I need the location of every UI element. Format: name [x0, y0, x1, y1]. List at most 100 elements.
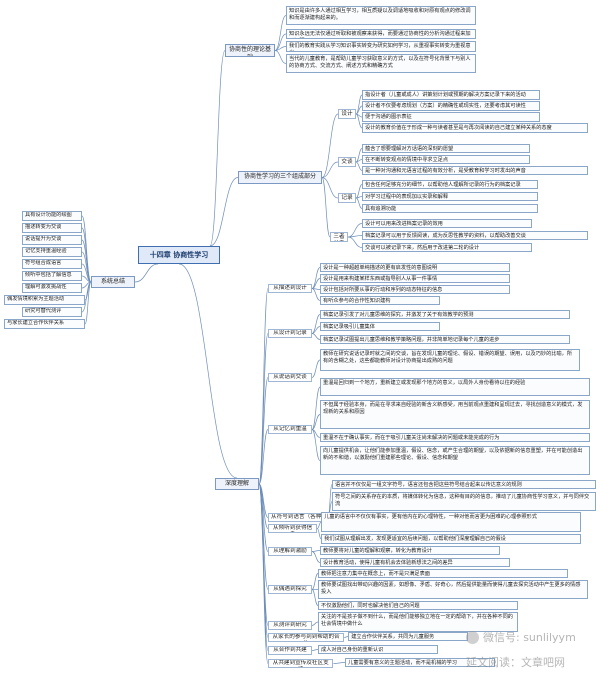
deep-item: 语言并不仅仅是一组文字符号，语言还包含把这些符号结合起来以传达意义的规则 [332, 480, 596, 489]
summary-item: 与家长建立合作伙伴关系 [4, 319, 85, 329]
component-communication: 交谈 [338, 157, 356, 167]
deep-group: 从理解到激励 [268, 547, 312, 556]
theory-item: 知识永远无法仅通过听取和被观察来获得，而要通过协商性的分析沟通过程来加以证明。 [286, 29, 476, 39]
connector [344, 636, 349, 638]
summary-item: 符号组合成语言 [22, 259, 82, 269]
connector [274, 33, 287, 51]
deep-item: 档案记录试图提出儿童思维和教学策略问题，并非简单地记录每个儿童的进步 [320, 335, 570, 344]
deep-item: 教师要将对儿童的理解和观察，转化为教育设计 [320, 546, 500, 555]
connector [311, 621, 319, 626]
deep-group: 从说话到交谈 [268, 373, 312, 382]
connector [347, 236, 363, 248]
deep-item: 我们试图从理解出发，发现更适宜的后续问题，以帮助他们深度理解自己的假设 [321, 534, 582, 544]
summary-item: 偶发情境积累为主题活动 [4, 295, 85, 305]
deep-item: 有听众参与的合作性知识建构 [320, 296, 440, 305]
connector [311, 550, 321, 552]
connector [321, 161, 339, 178]
connector [321, 113, 339, 178]
deep-item: 不但属于经验本身，而是在寻求来自经验的新含义新感受，用当前观点重建和呈现过去，寻… [320, 400, 590, 429]
connector [333, 662, 346, 664]
component-item: 在不断转变观点的情境中寻求立足点 [362, 155, 530, 164]
watermark-wechat: 微信号: sunlilyym [483, 631, 576, 644]
deep-group: 从合作到共建 [268, 646, 312, 655]
component-item: 对学习过程中的表现加以实录和解释 [362, 192, 538, 201]
deep-item: 不仅激励他们，同时也解决他们自己的问题 [318, 601, 518, 610]
deep-group: 从偶遇到探究 [268, 585, 312, 594]
deep-group: 从设计到记录 [268, 329, 312, 338]
deep-item: 建立合作伙伴关系，共同为儿童服务 [348, 632, 469, 641]
summary-item: 研究可替代测评 [22, 307, 82, 317]
deep-item: 设计教育活动，使得儿童有机会去体验新想法之间的差异 [320, 558, 510, 567]
connector [311, 589, 319, 606]
connector [311, 359, 321, 378]
component-item: 便于沟通的图示表征 [362, 112, 540, 122]
component-item: 档案记录可以用于反馈阅读，成为反思性教学的资料，以帮助改善交谈 [362, 231, 588, 240]
deep-item: 设计是一种超越单纯描述的更有启发性的意图说明 [320, 263, 510, 272]
component-item: 设计者不仅要考虑规划（方案）的精确性或现实性，还要考虑其可读性 [362, 101, 540, 111]
component-item: 具有追溯功能 [362, 204, 538, 213]
deep-group: 从测评到研究 [268, 621, 312, 630]
connector [209, 50, 226, 247]
connector [258, 483, 269, 664]
watermark-site: 延文阅读：文章吧网 [466, 656, 565, 669]
deep-item: 设计是用来构建某样东西或指导别人从事一件事情 [320, 274, 510, 283]
deep-item: 教师在研究说话记录时就之间的交谈，旨在发现儿童的理论、假设、错误的期望、误用，以… [320, 349, 580, 371]
deep-item: 档案记录引发了对儿童思维的探究，并激发了关于有效教学的预测 [320, 310, 570, 319]
deep-item: 重温不在于确认事实，而在于吸引儿童关注尚未解决的问题或未能完成的行为 [320, 433, 590, 442]
connector [258, 483, 269, 552]
summary-item: 倾听中包括了解信息 [22, 271, 82, 281]
component-item: 包含任何足够充分的细节，以帮助他人理解所记录的行为的档案记录 [362, 180, 538, 189]
connector [311, 551, 321, 563]
connector [321, 177, 331, 238]
connector [81, 263, 92, 283]
component-item: 蕴含了想要理解对方话语的深刻的愿望 [362, 144, 530, 153]
connector [355, 113, 363, 129]
branch-deep: 深度理解 [215, 478, 259, 490]
summary-item: 理解可激发挑战性 [22, 283, 82, 293]
deep-group: 从共建到宣传及社区支持 [268, 659, 334, 668]
connector [274, 15, 287, 51]
connector [311, 288, 321, 301]
component-relation: 三者关系 [330, 232, 348, 242]
connector [317, 521, 322, 529]
branch-components: 协商性学习的三个组成部分 [238, 171, 322, 184]
component-item: 交谈可以被记录下来，然后用于改进第二轮的设计 [362, 243, 532, 252]
connector [311, 333, 321, 340]
connector [258, 429, 269, 485]
component-item: 是一种对沟通和元语言过程的有效分析，是受教育和学习时发出的声音 [362, 166, 588, 175]
connector [209, 177, 239, 247]
connector [311, 386, 321, 430]
wechat-icon [466, 631, 479, 644]
deep-item: 重温是回归到一个地方，重新建立或发现那个地方的意义，以局外人身份看待以往的经验 [320, 378, 590, 396]
deep-item: 设计包括对所要从事的行动和序列的动态特征的信息 [320, 285, 510, 294]
deep-group: 从符号到语言（各种） [268, 513, 328, 522]
connector [311, 649, 319, 651]
component-item: 设计可以用来改进档案记录的效用 [362, 219, 532, 228]
summary-item: 记忆支持重温经验 [22, 247, 82, 257]
component-record: 记录 [338, 193, 356, 203]
deep-item: 教师要试图找出带动兴趣的因素，如想像、矛盾、好奇心，然后提供能量而使得儿童去探究… [318, 580, 588, 599]
connector [274, 50, 287, 64]
connector [347, 223, 363, 238]
component-design: 设计 [338, 109, 356, 119]
connector [258, 377, 269, 485]
connector [321, 177, 339, 199]
connector [355, 197, 363, 209]
theory-item: 我们的教育实践从学习知识事实转变为研究如何学习，从重视事实转变为重视意义 [286, 41, 476, 52]
deep-item: 儿童需要有意义的主题活动，而不是机械的学习 [345, 658, 495, 667]
theory-item: 当代的儿童教育，是帮助儿童学习获取意义的方式，以及在符号化背景下与别人的协商方式… [286, 54, 476, 73]
connector [355, 161, 363, 171]
connector [311, 573, 319, 590]
component-item: 指设计者（儿童或成人）讲策划计划或预期的解决方案记录下来的活动 [362, 90, 540, 100]
connector [311, 267, 321, 289]
component-item: 设计的教育价值在于形成一种与读者甚至是与再次阅读的自己建立某种关系的态度 [362, 123, 588, 133]
theory-item: 知识是由许多人通过相互学习，相互质疑以及调适地吸收和对原有观点的修改调和而逐渐建… [286, 6, 476, 25]
deep-group: 从家长的参与到到帮助的合作 [268, 633, 345, 642]
connector [274, 46, 287, 51]
deep-group: 从记忆到重温 [268, 425, 312, 434]
branch-summary: 系统总结 [91, 276, 135, 288]
branch-theory: 协商性的理论基础 [225, 44, 275, 57]
deep-item: 档案记录吸引儿童集体 [320, 322, 440, 331]
connector [258, 333, 269, 485]
